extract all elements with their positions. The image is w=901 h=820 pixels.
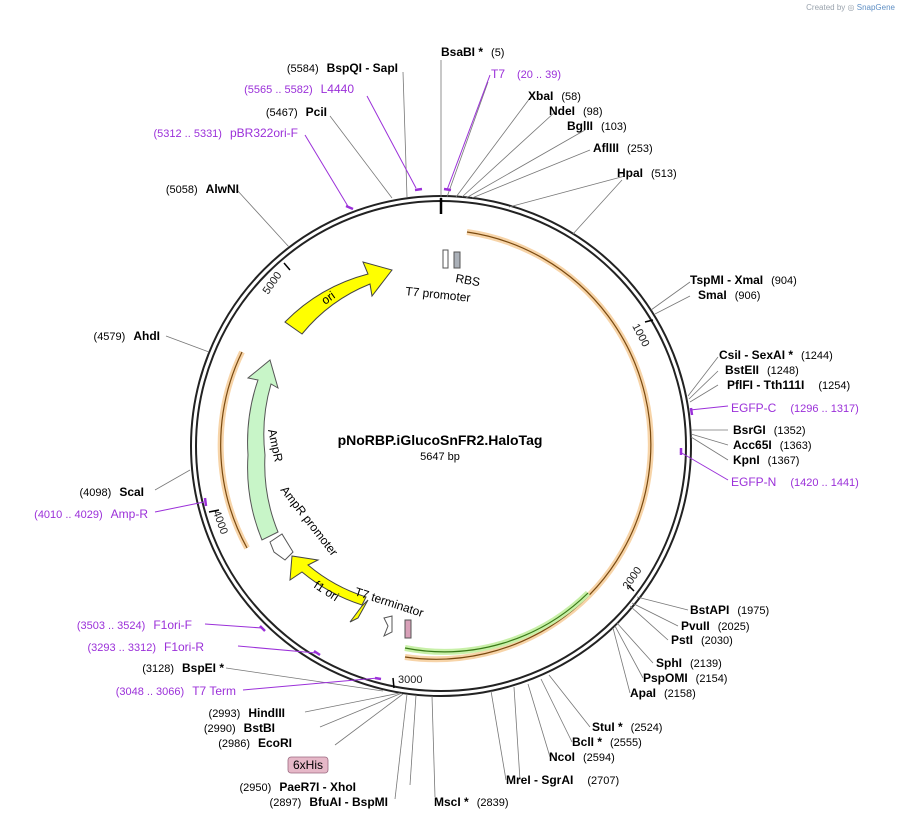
site-bsteii: BstEII(1248) — [725, 363, 799, 377]
his-tag-box — [287, 756, 329, 774]
site-bspei: (3128)BspEI * — [142, 661, 224, 675]
credit-brand: SnapGene — [856, 3, 895, 12]
site-ncoi: NcoI(2594) — [549, 750, 615, 764]
primer-f1ori-f: (3503 .. 3524)F1ori-F — [77, 618, 192, 632]
site-tspmi-xmai: TspMI - XmaI(904) — [690, 273, 797, 287]
site-pvuii: PvuII(2025) — [681, 619, 749, 633]
site-bglii: BglII(103) — [567, 119, 627, 133]
site-acc65i: Acc65I(1363) — [733, 438, 812, 452]
site-labels: BsaBI *(5) XbaI(58) NdeI(98) BglII(103) … — [80, 45, 851, 809]
primer-labels: T7(20 .. 39) (5565 .. 5582)L4440 (5312 .… — [34, 67, 859, 698]
primer-f1ori-r: (3293 .. 3312)F1ori-R — [87, 640, 204, 654]
site-bspqi-sapi: (5584)BspQI - SapI — [287, 61, 398, 75]
plasmid-length: 5647 bp — [420, 451, 460, 463]
site-bsabi: BsaBI *(5) — [441, 45, 504, 59]
site-bfuai-bspmi: (2897)BfuAI - BspMI — [270, 795, 388, 809]
primer-egfp-n: EGFP-N(1420 .. 1441) — [731, 475, 859, 489]
site-ecori: (2986)EcoRI — [218, 736, 292, 750]
site-apai: ApaI(2158) — [630, 686, 696, 700]
f1-ori-label: f1 ori — [311, 578, 341, 604]
site-kpni: KpnI(1367) — [733, 453, 799, 467]
ampr-arrow — [246, 359, 279, 541]
plasmid-name: pNoRBP.iGlucoSnFR2.HaloTag — [338, 432, 543, 448]
orf-arcs — [217, 229, 654, 663]
tick-label-5000: 5000 — [261, 270, 285, 297]
site-psti: PstI(2030) — [671, 633, 733, 647]
ori-arrow — [284, 261, 393, 335]
site-hpai: HpaI(513) — [617, 166, 677, 180]
site-bsrgi: BsrGI(1352) — [733, 423, 805, 437]
site-paer7i-xhoi: (2950)PaeR7I - XhoI — [240, 780, 356, 794]
tick-label-1000: 1000 — [629, 322, 651, 349]
tick-label-4000: 4000 — [210, 509, 230, 536]
site-pflfi-tth111i: PflFI - Tth111I(1254) — [727, 378, 850, 392]
primer-amp-r: (4010 .. 4029)Amp-R — [34, 507, 148, 521]
site-bstbi: (2990)BstBI — [204, 721, 275, 735]
ampr-label: AmpR — [265, 428, 286, 464]
site-xbai: XbaI(58) — [528, 89, 581, 103]
t7-terminator-arrow — [383, 615, 393, 638]
ori-label: ori — [319, 288, 338, 307]
site-bcli: BclI *(2555) — [572, 735, 642, 749]
site-sphi: SphI(2139) — [656, 656, 722, 670]
f1-ori-arrow — [289, 555, 367, 606]
site-scai: (4098)ScaI — [80, 485, 144, 499]
his-tag-label: 6xHis — [293, 758, 323, 772]
primer-pbr322ori-f: (5312 .. 5331)pBR322ori-F — [153, 126, 298, 140]
primer-t7-term: (3048 .. 3066)T7 Term — [116, 684, 236, 698]
primer-egfp-c: EGFP-C(1296 .. 1317) — [731, 401, 859, 415]
rbs-box — [453, 251, 461, 269]
site-stui: StuI *(2524) — [592, 720, 662, 734]
site-hindiii: (2993)HindIII — [209, 706, 285, 720]
tick-marks: 1000 2000 3000 4000 5000 — [208, 262, 654, 689]
site-alwni: (5058)AlwNI — [166, 182, 239, 196]
t7-promoter-box — [442, 249, 449, 269]
rbs-label: RBS — [454, 271, 481, 289]
site-ndei: NdeI(98) — [549, 104, 603, 118]
site-bstapi: BstAPI(1975) — [690, 603, 769, 617]
snapgene-credit: Created by ◎ SnapGene — [806, 3, 895, 12]
primer-lines — [154, 74, 729, 691]
site-afliii: AflIII(253) — [593, 141, 653, 155]
site-pcii: (5467)PciI — [266, 105, 327, 119]
primer-l4440: (5565 .. 5582)L4440 — [244, 82, 354, 96]
snapgene-logo-icon: ◎ — [847, 3, 855, 12]
site-mrei-sgrai: MreI - SgrAI(2707) — [506, 773, 619, 787]
ampr-promoter-arrow — [269, 533, 294, 561]
t7-promoter-label: T7 promoter — [405, 284, 471, 305]
site-pspomi: PspOMI(2154) — [643, 671, 727, 685]
credit-text: Created by — [806, 3, 846, 12]
t7-terminator-box — [404, 619, 412, 639]
tick-label-3000: 3000 — [398, 674, 422, 686]
site-smai: SmaI(906) — [698, 288, 760, 302]
site-msci: MscI *(2839) — [434, 795, 508, 809]
leader-lines — [154, 60, 729, 800]
site-csii-sexai: CsiI - SexAI *(1244) — [719, 348, 833, 362]
primer-t7: T7(20 .. 39) — [491, 67, 561, 81]
primer-ticks — [203, 187, 694, 681]
site-ahdi: (4579)AhdI — [94, 329, 160, 343]
